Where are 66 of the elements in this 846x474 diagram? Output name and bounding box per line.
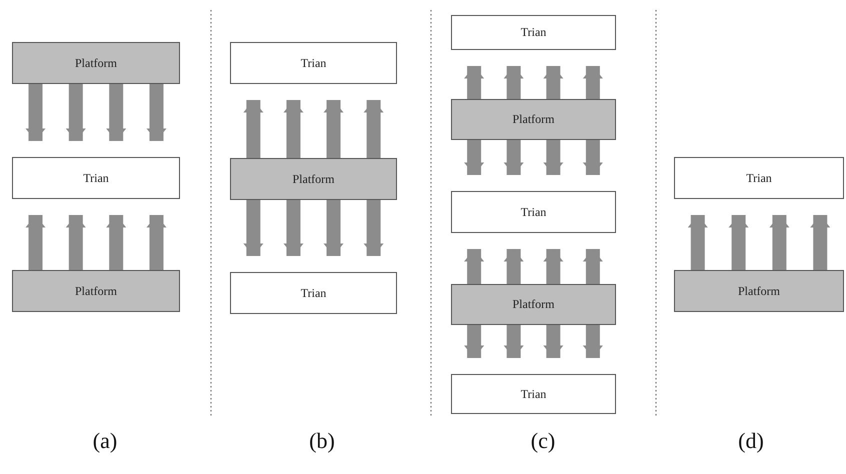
arrow	[324, 200, 344, 256]
box-label: Platform	[512, 112, 554, 127]
arrow	[283, 200, 304, 256]
arrow	[504, 325, 524, 358]
box-label: Trian	[520, 386, 546, 402]
train-box	[230, 272, 397, 314]
arrow	[66, 84, 86, 141]
arrow	[504, 249, 524, 284]
box-label: Platform	[75, 284, 117, 298]
train-box	[674, 157, 844, 199]
arrow	[769, 215, 790, 270]
arrow	[543, 325, 564, 358]
arrow	[504, 140, 524, 175]
panel-label: (b)	[309, 428, 335, 454]
box-label: Platform	[75, 56, 117, 70]
arrow	[146, 84, 166, 141]
box-label: Trian	[520, 204, 546, 220]
panel-label: (d)	[738, 428, 764, 454]
arrow	[243, 100, 264, 158]
train-box	[451, 191, 616, 233]
platform-box	[451, 284, 616, 325]
arrow	[324, 100, 344, 158]
arrow	[283, 100, 304, 158]
train-box	[12, 157, 180, 199]
train-box	[451, 15, 616, 50]
arrow	[728, 215, 749, 270]
platform-box	[12, 42, 180, 84]
platform-box	[674, 270, 844, 312]
arrow	[582, 66, 603, 99]
box-label: Trian	[520, 25, 546, 40]
arrow	[543, 249, 564, 284]
arrow	[582, 249, 603, 284]
platform-box	[451, 99, 616, 140]
arrow	[464, 249, 484, 284]
box-label: Platform	[738, 284, 780, 298]
arrow	[364, 100, 384, 158]
arrow	[146, 215, 166, 270]
arrow	[66, 215, 86, 270]
box-label: Platform	[292, 172, 334, 186]
arrow	[543, 66, 564, 99]
box-label: Trian	[83, 170, 109, 186]
train-box	[230, 42, 397, 84]
arrow	[26, 215, 46, 270]
arrow	[464, 140, 484, 175]
arrow	[464, 66, 484, 99]
box-label: Trian	[746, 170, 772, 186]
arrow	[106, 215, 126, 270]
arrow	[364, 200, 384, 256]
platform-box	[230, 158, 397, 200]
platform-box	[12, 270, 180, 312]
arrow	[106, 84, 126, 141]
arrow	[504, 66, 524, 99]
arrow	[464, 325, 484, 358]
arrow	[582, 325, 603, 358]
arrow	[543, 140, 564, 175]
arrow	[810, 215, 830, 270]
panel-label: (c)	[530, 428, 556, 454]
box-label: Platform	[512, 297, 554, 312]
arrow	[582, 140, 603, 175]
arrow	[26, 84, 46, 141]
arrow	[243, 200, 264, 256]
arrow	[688, 215, 708, 270]
box-label: Trian	[300, 286, 326, 300]
train-box	[451, 374, 616, 414]
box-label: Trian	[300, 56, 326, 70]
panel-label: (a)	[92, 428, 118, 454]
